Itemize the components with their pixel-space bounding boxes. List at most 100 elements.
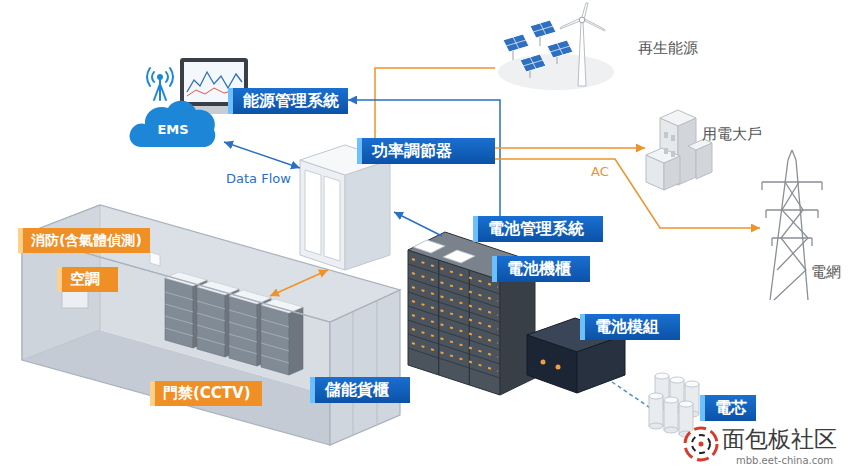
pylon-illustration — [772, 237, 812, 238]
ac-label: AC — [591, 165, 609, 180]
node-text: 電池模組 — [595, 314, 671, 340]
node-text: 功率調節器 — [372, 138, 486, 164]
fire-label: 消防(含氣體偵測) — [18, 228, 150, 253]
renewable-illustration — [498, 3, 614, 90]
node-text: EMS — [128, 96, 218, 137]
renewable-illustration — [547, 40, 573, 58]
battery-rack-illustration — [443, 250, 475, 263]
data-flow-arrow — [224, 142, 300, 168]
cell-label: 電芯 — [700, 395, 756, 421]
watermark-logo — [685, 428, 717, 460]
building-illustration — [664, 148, 668, 154]
pylon-illustration — [811, 238, 812, 246]
watermark-logo — [692, 435, 710, 453]
flow-label: Data Flow — [226, 172, 291, 187]
hvac-label: 空調 — [57, 267, 118, 292]
battery-rack-illustration — [412, 259, 498, 371]
pylon-illustration — [777, 182, 808, 270]
renewable-illustration — [513, 51, 514, 60]
pcs-cabinet — [324, 176, 340, 261]
module-label: 電池模組 — [580, 314, 680, 340]
battery-cell-illustration — [649, 373, 699, 437]
node-text: 能源管理系統 — [243, 88, 339, 114]
battery-rack-illustration — [412, 273, 498, 301]
pcs-cabinet — [305, 170, 321, 255]
renewable-illustration — [520, 54, 546, 72]
node-text: 再生能源 — [638, 39, 698, 58]
pcs-cabinet — [345, 160, 390, 270]
wifi-tower-icon — [147, 68, 173, 100]
pylon-illustration — [821, 182, 822, 190]
building-illustration — [646, 110, 712, 190]
watermark-title: 面包板社区 — [722, 426, 837, 452]
renewable-illustration — [540, 37, 541, 46]
renewable-illustration — [506, 40, 526, 46]
grid-pylon: 電網 — [760, 180, 845, 302]
rack-link-arrow — [394, 212, 442, 236]
wifi-tower-icon — [158, 75, 162, 79]
pylon-illustration — [761, 182, 762, 190]
battery-rack-illustration — [408, 264, 500, 378]
renewable-illustration — [583, 18, 605, 31]
pylon-illustration — [766, 209, 818, 210]
storage-container — [353, 312, 354, 435]
consumer-building: 用電大戶 — [645, 105, 765, 175]
connector — [495, 147, 645, 149]
wifi-tower-icon — [170, 68, 173, 86]
renewable-illustration — [547, 40, 573, 64]
building-illustration — [660, 110, 696, 126]
storage-container — [22, 205, 400, 322]
ems-cloud: EMS — [128, 96, 218, 148]
battery-rack-illustration — [412, 287, 498, 315]
battery-cell-illustration — [664, 397, 678, 433]
pylon-illustration — [796, 160, 808, 300]
watermark-logo — [685, 428, 717, 460]
renewable-illustration — [530, 20, 556, 38]
bms-label: 電池管理系統 — [473, 216, 603, 242]
renewable-source: 再生能源 — [495, 2, 705, 92]
renewable-illustration — [530, 20, 556, 46]
renewable-illustration — [498, 54, 614, 90]
battery-rack-illustration — [412, 343, 498, 371]
battery-rack-illustration — [412, 329, 498, 357]
building-illustration — [664, 132, 668, 138]
wifi-tower-icon — [166, 72, 168, 82]
renewable-illustration — [578, 22, 586, 86]
wifi-tower-icon — [152, 72, 154, 82]
ems-label: 能源管理系統 — [228, 88, 348, 114]
watermark-url: mbb.eet-china.com — [736, 455, 833, 467]
access-label: 門禁(CCTV) — [150, 381, 262, 406]
renewable-illustration — [560, 18, 581, 29]
building-illustration — [646, 148, 680, 163]
container-label: 儲能貨櫃 — [310, 377, 410, 403]
building-illustration — [678, 118, 696, 185]
battery-rack-illustration — [413, 240, 445, 253]
node-text: 儲能貨櫃 — [325, 377, 401, 403]
node-text: 消防(含氣體偵測) — [31, 228, 142, 253]
node-text: 電池管理系統 — [488, 216, 594, 242]
pylon-illustration — [770, 160, 788, 300]
container-link-arrow — [270, 270, 328, 296]
pcs-cabinet — [300, 160, 345, 270]
renewable-illustration — [503, 34, 529, 52]
wifi-tower-icon — [159, 80, 161, 100]
building-illustration — [671, 135, 675, 141]
pylon-illustration — [762, 181, 822, 182]
node-text: 空調 — [70, 267, 110, 292]
battery-rack-illustration — [412, 315, 498, 343]
rack-label: 電池機櫃 — [492, 256, 590, 282]
battery-cell-illustration — [649, 393, 663, 429]
renewable-illustration — [557, 57, 558, 64]
renewable-illustration — [503, 34, 529, 60]
battery-module-illustration — [527, 335, 577, 393]
node-text: 用電大戶 — [702, 125, 762, 144]
battery-rack-illustration — [412, 259, 498, 287]
renewable-illustration — [533, 26, 553, 32]
node-text: 門禁(CCTV) — [163, 381, 254, 406]
pylon-illustration — [771, 238, 772, 246]
node-text: 電網 — [811, 263, 841, 282]
pylon-illustration — [788, 150, 792, 160]
pylon-illustration — [817, 210, 818, 218]
wifi-tower-icon — [147, 68, 150, 86]
